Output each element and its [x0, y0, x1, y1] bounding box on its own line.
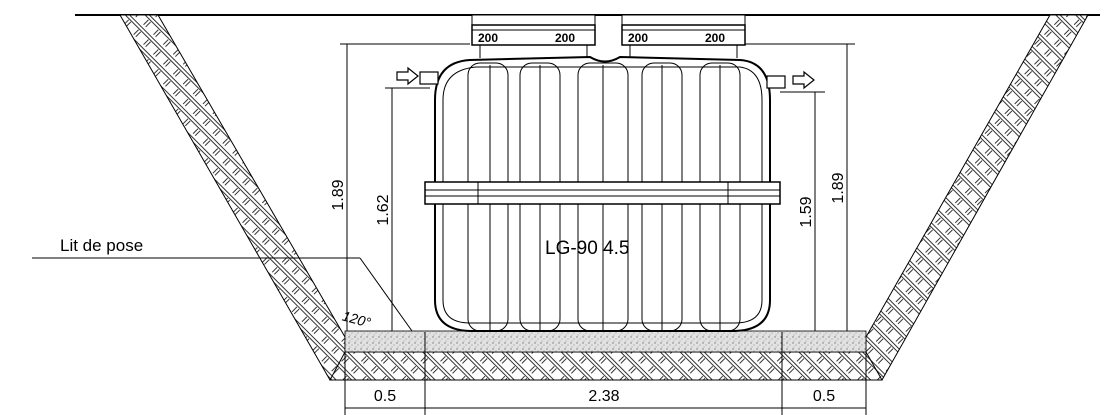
dim-bottom: 0.5 2.38 0.5 — [344, 332, 867, 415]
angle-label: 120° — [341, 308, 373, 331]
dim-bottom-right: 0.5 — [813, 388, 835, 405]
access-cover-left: 200 200 — [471, 14, 596, 58]
dim-bottom-left: 0.5 — [374, 388, 396, 405]
dim-left-total: 1.89 — [330, 43, 470, 331]
svg-text:1.59: 1.59 — [798, 196, 815, 227]
tank-model-label: LG-90 4.5 — [545, 238, 630, 259]
excavation-right-wall — [865, 14, 1089, 381]
cover-right-label-2: 200 — [705, 31, 725, 45]
outlet-arrow-icon — [792, 70, 815, 90]
cover-left-label-2: 200 — [555, 31, 575, 45]
svg-text:1.89: 1.89 — [830, 172, 847, 203]
cover-right-label-1: 200 — [628, 31, 648, 45]
bedding-callout: Lit de pose — [32, 236, 413, 332]
dim-right-outlet: 1.59 — [780, 91, 825, 331]
dim-bottom-center: 2.38 — [588, 388, 619, 405]
bedding-label: Lit de pose — [60, 236, 143, 255]
cover-left-label-1: 200 — [478, 31, 498, 45]
excavation-bottom — [329, 351, 883, 381]
tank — [419, 55, 786, 332]
access-cover-right: 200 200 — [621, 14, 746, 58]
svg-text:1.62: 1.62 — [375, 194, 392, 225]
dim-left-inlet: 1.62 — [375, 87, 430, 331]
inlet-arrow-icon — [396, 66, 419, 86]
excavation-left-wall — [119, 14, 346, 381]
bedding-layer — [344, 330, 867, 353]
dim-right-total: 1.89 — [745, 43, 855, 331]
svg-text:1.89: 1.89 — [330, 179, 347, 210]
